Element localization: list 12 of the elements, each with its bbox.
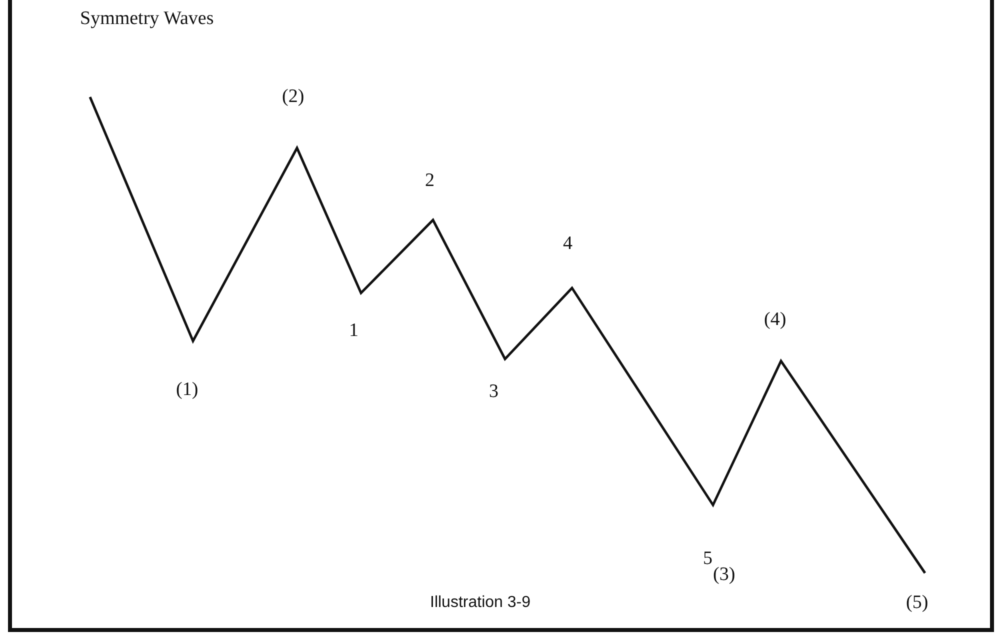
wave-label: (2) bbox=[282, 86, 304, 108]
wave-label: 1 bbox=[349, 320, 358, 342]
wave-label: 2 bbox=[425, 170, 434, 192]
diagram-title: Symmetry Waves bbox=[80, 8, 214, 30]
wave-label: (5) bbox=[906, 592, 928, 614]
wave-label: (1) bbox=[176, 379, 198, 401]
wave-label: 5 bbox=[703, 548, 712, 570]
wave-label: (4) bbox=[764, 309, 786, 331]
wave-label: 3 bbox=[489, 381, 498, 403]
figure-caption: Illustration 3-9 bbox=[430, 594, 530, 612]
wave-label: (3) bbox=[713, 564, 736, 586]
wave-label: 4 bbox=[563, 233, 572, 255]
